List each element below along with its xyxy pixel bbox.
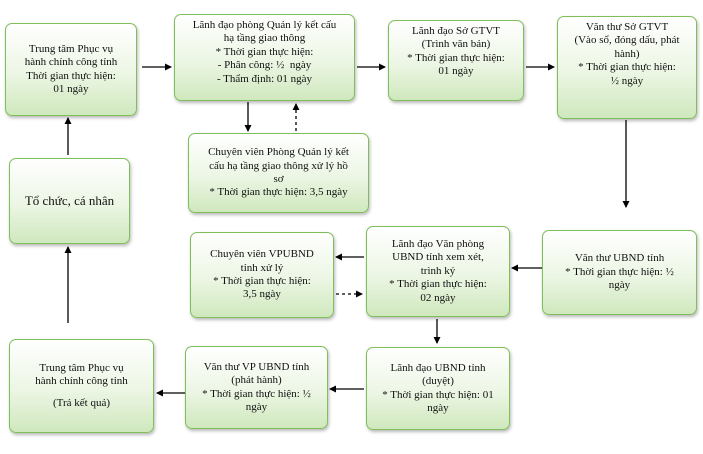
box-line: Lãnh đạo Văn phòng	[391, 237, 485, 250]
box-line: Thời gian thực hiện:	[26, 69, 116, 82]
box-line: Lãnh đạo UBND tỉnh	[390, 361, 486, 374]
box-line: hành)	[614, 47, 640, 60]
box-line: cấu hạ tầng giao thông xử lý hồ	[209, 159, 348, 172]
box-line: (Trình văn bản)	[421, 38, 491, 51]
step-box-dept-leader: Lãnh đạo phòng Quản lý kết cấu hạ tầng g…	[174, 14, 355, 101]
box-line: ngày	[245, 400, 268, 413]
box-line: Văn thư VP UBND tỉnh	[203, 360, 310, 373]
box-line: * Thời gian thực hiện:	[215, 45, 314, 58]
step-box-province-leader: Lãnh đạo UBND tỉnh (duyệt) * Thời gian t…	[366, 347, 510, 430]
box-line: Trung tâm Phục vụ	[39, 361, 124, 374]
box-line: Lãnh đạo phòng Quản lý kết cấu	[192, 19, 337, 31]
box-line: * Thời gian thực hiện: 3,5 ngày	[209, 186, 348, 199]
box-line: Tổ chức, cá nhân	[24, 193, 115, 209]
step-box-province-clerk: Văn thư UBND tỉnh * Thời gian thực hiện:…	[542, 230, 697, 315]
box-line: (phát hành)	[231, 374, 282, 387]
step-box-transport-dept-clerk: Văn thư Sở GTVT (Vào sổ, đóng dấu, phát …	[557, 16, 697, 119]
step-box-service-center-receive: Trung tâm Phục vụ hành chính công tỉnh T…	[5, 23, 137, 116]
box-line: (duyệt)	[422, 375, 454, 388]
box-line: hạ tầng giao thông	[223, 32, 306, 45]
box-line: Văn thư Sở GTVT	[585, 21, 669, 33]
box-line: * Thời gian thực hiện: 01	[382, 388, 494, 401]
box-line: Văn thư UBND tỉnh	[574, 252, 665, 265]
step-box-dept-specialist: Chuyên viên Phòng Quản lý kết cấu hạ tần…	[188, 133, 369, 213]
box-line: - Phân công: ½ ngày	[217, 59, 312, 72]
step-box-applicant: Tổ chức, cá nhân	[9, 158, 130, 244]
step-box-office-clerk: Văn thư VP UBND tỉnh (phát hành) * Thời …	[185, 346, 328, 429]
box-line: * Thời gian thực hiện:	[213, 275, 311, 287]
step-box-office-leader: Lãnh đạo Văn phòng UBND tỉnh xem xét, tr…	[366, 226, 510, 317]
step-box-office-specialist: Chuyên viên VPUBND tỉnh xử lý * Thời gia…	[190, 232, 334, 318]
step-box-service-center-return: Trung tâm Phục vụ hành chính công tỉnh (…	[9, 339, 154, 433]
box-line: * Thời gian thực hiện: ½	[565, 265, 674, 278]
box-line: ngày	[427, 401, 449, 414]
box-line: 3,5 ngày	[243, 288, 281, 301]
box-line: Lãnh đạo Sở GTVT	[412, 25, 500, 37]
box-line: - Thẩm định: 01 ngày	[216, 72, 313, 85]
box-line: UBND tỉnh xem xét,	[392, 251, 484, 264]
box-line: * Thời gian thực hiện:	[578, 61, 676, 74]
box-line: hành chính công tỉnh	[35, 375, 128, 388]
box-line: 01 ngày	[53, 82, 89, 95]
box-line: Chuyên viên VPUBND	[210, 248, 314, 261]
box-line: ngày	[608, 279, 631, 292]
box-line: 01 ngày	[438, 65, 474, 78]
box-line: ½ ngày	[610, 74, 644, 87]
box-line: * Thời gian thực hiện:	[389, 278, 487, 291]
box-line: 02 ngày	[420, 291, 456, 304]
box-line: (Trả kết quả)	[52, 396, 111, 409]
box-line: * Thời gian thực hiện:	[407, 51, 505, 64]
box-line: (Vào sổ, đóng dấu, phát	[574, 34, 680, 47]
box-line: sơ	[273, 173, 284, 185]
box-line: hành chính công tỉnh	[24, 56, 118, 69]
box-line: Trung tâm Phục vụ	[28, 42, 114, 55]
step-box-transport-dept-leader: Lãnh đạo Sở GTVT (Trình văn bản) * Thời …	[388, 20, 524, 101]
box-line: tỉnh xử lý	[240, 261, 284, 274]
box-line: * Thời gian thực hiện: ½	[202, 387, 311, 400]
box-line: Chuyên viên Phòng Quản lý kết	[208, 146, 349, 159]
box-line: trình ký	[420, 264, 456, 277]
